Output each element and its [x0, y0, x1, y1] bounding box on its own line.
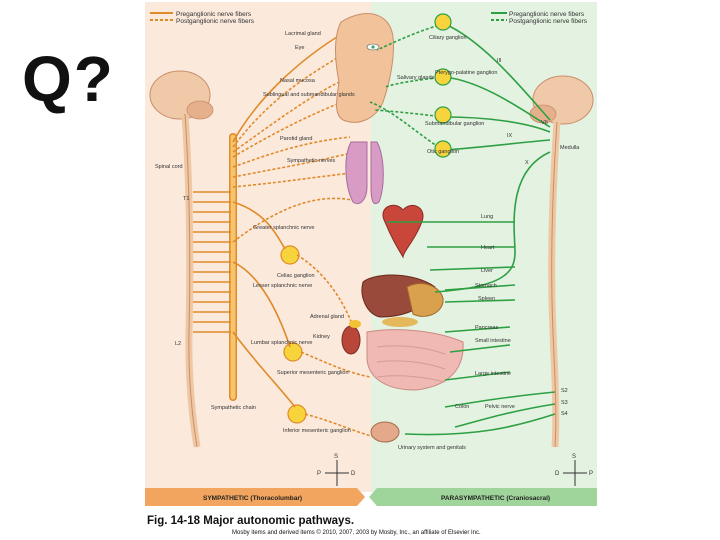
- label-x: X: [525, 160, 529, 166]
- label-s3: S3: [561, 400, 568, 406]
- legend-left-post: Postganglionic nerve fibers: [176, 18, 255, 25]
- label-colon: Colon: [455, 404, 469, 410]
- face-illustration: [335, 13, 394, 123]
- label-lung: Lung: [481, 214, 493, 220]
- compass-right-s: S: [572, 454, 576, 460]
- sympathetic-banner: SYMPATHETIC (Thoracolumbar): [145, 488, 365, 506]
- label-sym-nerves: Sympathetic nerves: [287, 158, 336, 164]
- figure-caption: Fig. 14-18 Major autonomic pathways.: [147, 515, 355, 527]
- label-ptery: Pterygo-palatine ganglion: [435, 70, 497, 76]
- sympathetic-labels: Lacrimal gland Eye Nasal mucosa Sublingu…: [155, 31, 355, 434]
- label-ix: IX: [507, 133, 513, 139]
- legend-right-post: Postganglionic nerve fibers: [509, 18, 588, 25]
- legend-left-pre: Preganglionic nerve fibers: [176, 11, 252, 18]
- sympathetic-banner-text: SYMPATHETIC (Thoracolumbar): [203, 495, 302, 502]
- parasympathetic-banner-text: PARASYMPATHETIC (Craniosacral): [441, 495, 550, 502]
- bladder-illustration: [370, 421, 400, 443]
- label-greater: Greater splanchnic nerve: [253, 225, 314, 231]
- legend-right: Preganglionic nerve fibers Postganglioni…: [491, 11, 588, 25]
- compass-right-p: P: [589, 471, 593, 477]
- parasympathetic-banner: PARASYMPATHETIC (Craniosacral): [369, 488, 597, 506]
- label-submand: Submandibular ganglion: [425, 121, 484, 127]
- label-nasal: Nasal mucosa: [280, 78, 316, 84]
- copyright-credit: Mosby items and derived items © 2010, 20…: [232, 530, 481, 536]
- label-otic: Otic ganglion: [427, 149, 459, 155]
- label-s2: S2: [561, 388, 568, 394]
- label-lumbar: Lumbar splanchnic nerve: [251, 340, 312, 346]
- label-sublingual: Sublingual and submandibular glands: [263, 92, 355, 98]
- label-sym-chain: Sympathetic chain: [211, 405, 256, 411]
- label-l2: L2: [175, 341, 181, 347]
- label-s4: S4: [561, 411, 568, 417]
- label-parotid: Parotid gland: [280, 136, 312, 142]
- label-lesser: Lesser splanchnic nerve: [253, 283, 312, 289]
- label-pancreas: Pancreas: [475, 325, 498, 331]
- label-large: Large intestine: [475, 371, 511, 377]
- label-iii: III: [497, 58, 502, 64]
- sympathetic-fibers: [232, 31, 376, 438]
- label-pelvic: Pelvic nerve: [485, 404, 515, 410]
- compass-right-d: D: [555, 471, 560, 477]
- lung-illustration: [345, 141, 384, 205]
- question-label: Q?: [22, 43, 115, 115]
- label-eye: Eye: [295, 45, 304, 51]
- legend-left: Preganglionic nerve fibers Postganglioni…: [150, 11, 255, 25]
- parasympathetic-labels: Ciliary ganglion III Salivary glands Pte…: [397, 35, 580, 451]
- intestines-illustration: [366, 329, 464, 391]
- compass-left-p: P: [317, 471, 321, 477]
- compass-left-d: D: [351, 471, 356, 477]
- label-medulla: Medulla: [560, 145, 580, 151]
- label-t1: T1: [183, 196, 189, 202]
- label-spinal: Spinal cord: [155, 164, 183, 170]
- left-brain-spinal-cord: [149, 70, 214, 448]
- label-celiac: Celiac ganglion: [277, 273, 315, 279]
- kidney-illustration: [341, 320, 361, 355]
- compass-left-s: S: [334, 454, 338, 460]
- autonomic-pathways-figure: Preganglionic nerve fibers Postganglioni…: [145, 2, 597, 506]
- chain-connectors: [193, 191, 231, 333]
- label-salivary: Salivary glands: [397, 75, 435, 81]
- label-vii: VII: [541, 120, 548, 126]
- label-heart: Heart: [481, 245, 495, 251]
- label-adrenal: Adrenal gland: [310, 314, 344, 320]
- label-ciliary: Ciliary ganglion: [429, 35, 467, 41]
- label-liver: Liver: [481, 268, 493, 274]
- liver-stomach-illustration: [361, 274, 444, 327]
- label-sup-mes: Superior mesenteric ganglion: [277, 370, 349, 376]
- sympathetic-ganglia: [280, 245, 307, 424]
- label-lacrimal: Lacrimal gland: [285, 31, 321, 37]
- legend-right-pre: Preganglionic nerve fibers: [509, 11, 585, 18]
- label-urinary: Urinary system and genitals: [398, 445, 466, 451]
- label-spleen: Spleen: [478, 296, 495, 302]
- parasympathetic-ganglia: [434, 13, 452, 158]
- label-inf-mes: Inferior mesenteric ganglion: [283, 428, 351, 434]
- heart-illustration: [382, 204, 424, 259]
- parasympathetic-fibers: [369, 23, 556, 436]
- label-kidney: Kidney: [313, 334, 330, 340]
- label-small: Small intestine: [475, 338, 511, 344]
- label-stomach: Stomach: [475, 283, 497, 289]
